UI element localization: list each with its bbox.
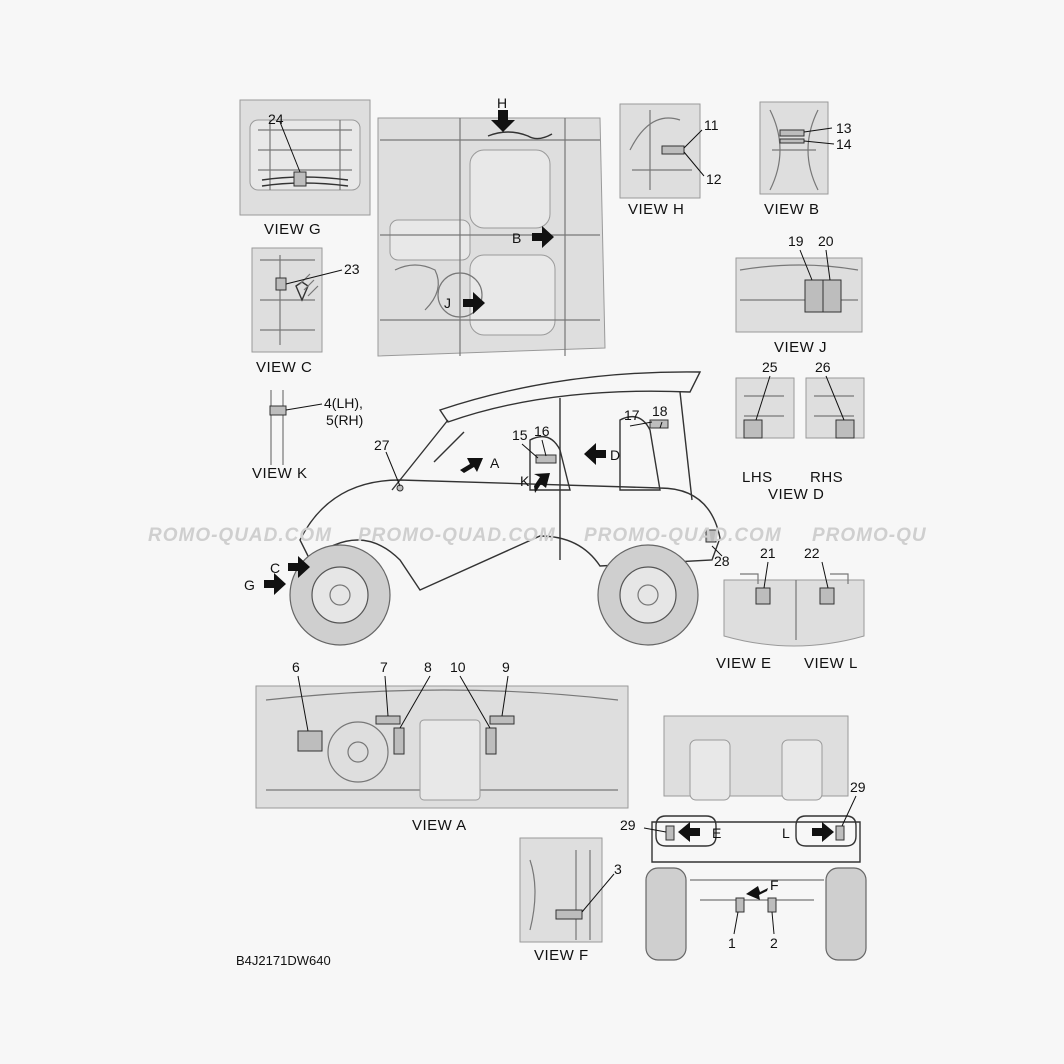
- callout-19: 19: [788, 233, 804, 249]
- callout-9: 9: [502, 659, 510, 675]
- pointer-g-label: G: [244, 577, 255, 593]
- view-j-panel: [735, 249, 863, 333]
- callout-23: 23: [344, 261, 360, 277]
- callout-22: 22: [804, 545, 820, 561]
- pointer-d-arrow: [584, 443, 606, 465]
- pointer-a-arrow: [460, 458, 483, 473]
- view-e-l-panel: [723, 561, 865, 647]
- view-c-panel: [251, 247, 343, 353]
- pointer-k-label: K: [520, 473, 530, 489]
- callout-12: 12: [706, 171, 722, 187]
- side-lhs-label: LHS: [742, 469, 773, 486]
- view-h-panel: [619, 103, 705, 199]
- callout-4: 4(LH),: [324, 395, 363, 411]
- view-k-label: VIEW K: [252, 465, 308, 482]
- view-g-panel: [239, 99, 371, 216]
- callout-15: 15: [512, 427, 528, 443]
- drawing-code: B4J2171DW640: [236, 953, 331, 968]
- view-e-label: VIEW E: [716, 655, 772, 672]
- pointer-c-arrow: [288, 556, 310, 578]
- pointer-l-arrow: [812, 822, 834, 842]
- callout-7: 7: [380, 659, 388, 675]
- callout-17: 17: [624, 407, 640, 423]
- view-c-label: VIEW C: [256, 359, 312, 376]
- pointer-c-label: C: [270, 560, 280, 576]
- callout-26: 26: [815, 359, 831, 375]
- view-k-panel: [269, 390, 323, 465]
- pointer-d-label: D: [610, 447, 620, 463]
- callout-25: 25: [762, 359, 778, 375]
- view-b-panel: [759, 101, 835, 195]
- pointer-l-label: L: [782, 825, 790, 841]
- pointer-b-label: B: [512, 230, 521, 246]
- watermark-right: PROMO-QUAD.COM: [584, 525, 782, 546]
- pointer-h-arrow: [491, 110, 515, 132]
- view-a-panel: [255, 675, 629, 809]
- pointer-j-label: J: [444, 295, 451, 311]
- view-d-label: VIEW D: [768, 486, 824, 503]
- watermark-center: PROMO-QUAD.COM: [358, 525, 556, 546]
- pointer-j-arrow: [463, 292, 485, 314]
- view-f-panel: [519, 837, 615, 943]
- pointer-h-label: H: [497, 95, 507, 111]
- callout-29-left: 29: [620, 817, 636, 833]
- callout-27: 27: [374, 437, 390, 453]
- pointer-g-arrow: [264, 573, 286, 595]
- vehicle-rear-view: [643, 715, 867, 961]
- pointer-k-arrow: [534, 473, 550, 493]
- callout-2: 2: [770, 935, 778, 951]
- view-d-panel: [735, 375, 865, 439]
- callout-11: 11: [704, 117, 719, 133]
- pointer-e-label: E: [712, 825, 721, 841]
- callout-18: 18: [652, 403, 668, 419]
- view-a-label: VIEW A: [412, 817, 467, 834]
- callout-24: 24: [268, 111, 284, 127]
- watermark-left: ROMO-QUAD.COM: [148, 525, 332, 546]
- callout-1: 1: [728, 935, 736, 951]
- callout-21: 21: [760, 545, 776, 561]
- callout-6: 6: [292, 659, 300, 675]
- callout-28: 28: [714, 553, 730, 569]
- view-f-label: VIEW F: [534, 947, 589, 964]
- callout-8: 8: [424, 659, 432, 675]
- watermark-edge: PROMO-QU: [812, 525, 927, 546]
- view-h-label: VIEW H: [628, 201, 684, 218]
- pointer-a-label: A: [490, 455, 500, 471]
- callout-16: 16: [534, 423, 550, 439]
- view-b-label: VIEW B: [764, 201, 820, 218]
- pointer-b-arrow: [532, 226, 554, 248]
- view-g-label: VIEW G: [264, 221, 321, 238]
- callout-5: 5(RH): [326, 412, 363, 428]
- view-l-label: VIEW L: [804, 655, 858, 672]
- callout-20: 20: [818, 233, 834, 249]
- callout-3: 3: [614, 861, 622, 877]
- pointer-f-arrow: [746, 886, 768, 900]
- view-j-label: VIEW J: [774, 339, 827, 356]
- callout-29-right: 29: [850, 779, 866, 795]
- chassis-top-view: [377, 117, 606, 357]
- side-rhs-label: RHS: [810, 469, 843, 486]
- pointer-e-arrow: [678, 822, 700, 842]
- pointer-f-label: F: [770, 877, 779, 893]
- vehicle-side-view: [289, 371, 723, 646]
- callout-14: 14: [836, 136, 852, 152]
- callout-10: 10: [450, 659, 466, 675]
- callout-13: 13: [836, 120, 852, 136]
